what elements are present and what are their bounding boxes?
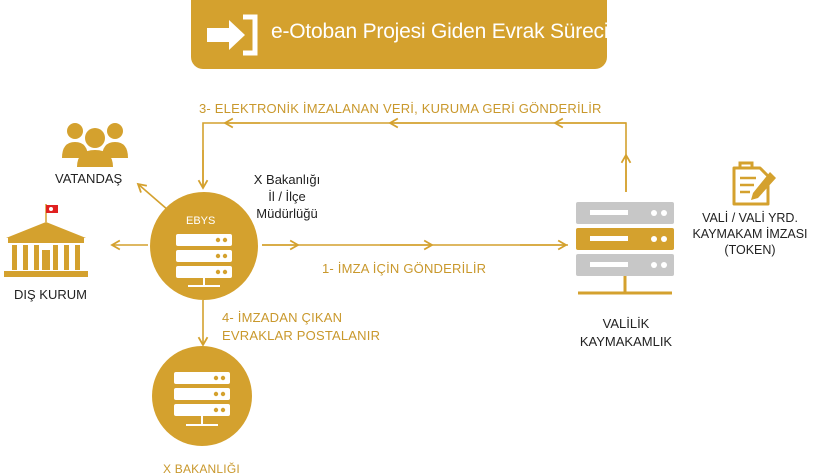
governorship-label: VALİLİK KAYMAKAMLIK (556, 315, 696, 351)
title-banner: e-Otoban Projesi Giden Evrak Süreci (191, 0, 609, 69)
return-flow-line (197, 117, 632, 192)
ministry-line-3: Müdürlüğü (256, 206, 318, 221)
citizens-icon (62, 123, 128, 167)
ministry-server-icon (152, 346, 252, 446)
ebys-label: EBYS (186, 215, 216, 227)
x-ministry-label: X BAKANLIĞI (163, 462, 240, 476)
step3-label: 3- ELEKTRONİK İMZALANAN VERİ, KURUMA GER… (199, 101, 602, 116)
external-institution-label: DIŞ KURUM (14, 287, 87, 302)
governorship-line-2: KAYMAKAMLIK (579, 334, 673, 349)
ministry-line-2: İl / İlçe (268, 189, 306, 204)
step4-line-2: EVRAKLAR POSTALANIR (222, 328, 381, 343)
ministry-line-1: X Bakanlığı (253, 172, 321, 187)
step1-label: 1- İMZA İÇİN GÖNDERİLİR (322, 261, 487, 276)
signature-document-icon (732, 161, 776, 206)
signer-label: VALİ / VALİ YRD. KAYMAKAM İMZASI (TOKEN) (686, 210, 814, 258)
ministry-directorate-label: X Bakanlığı İl / İlçe Müdürlüğü (244, 171, 330, 222)
governorship-line-1: VALİLİK (602, 316, 650, 331)
building-icon (4, 204, 88, 277)
signer-line-2: KAYMAKAM İMZASI (692, 227, 808, 241)
signer-line-1: VALİ / VALİ YRD. (702, 211, 798, 225)
step4-line-1: 4- İMZADAN ÇIKAN (222, 310, 343, 325)
step4-label: 4- İMZADAN ÇIKAN EVRAKLAR POSTALANIR (222, 309, 380, 345)
enter-arrow-icon (207, 14, 258, 56)
citizen-label: VATANDAŞ (55, 171, 123, 186)
governorship-server-icon (576, 202, 674, 295)
to-citizen-arrow (136, 182, 169, 211)
signer-line-3: (TOKEN) (724, 243, 776, 257)
ebys-server-icon (150, 192, 258, 300)
page-title: e-Otoban Projesi Giden Evrak Süreci (271, 20, 609, 43)
